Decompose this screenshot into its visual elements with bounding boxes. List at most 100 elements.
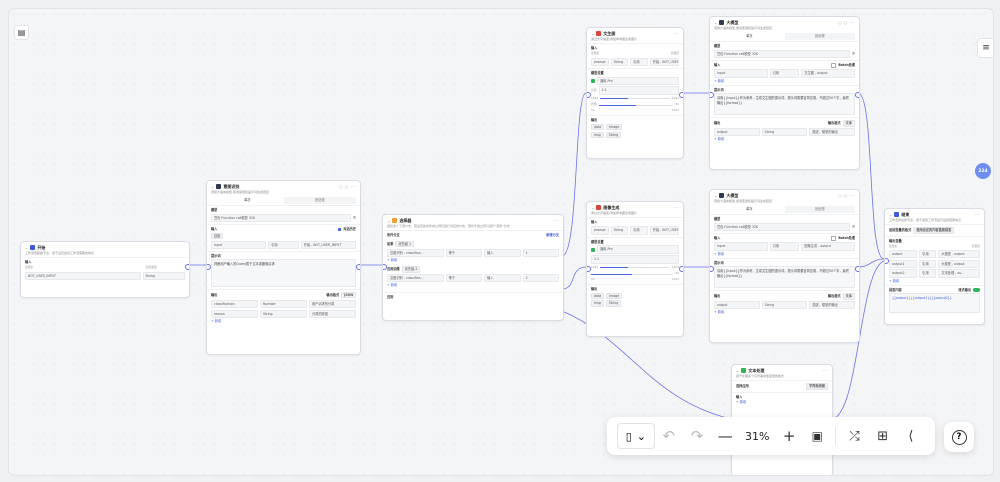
chat-history-checkbox[interactable] — [338, 227, 342, 231]
fit-view-button[interactable]: ▣ — [803, 421, 831, 451]
node-intent-llm[interactable]: ⌄意图识别○ ○ ··· 调用大语言模型,使用变量和提示词生成回复 单次批处理 … — [206, 180, 361, 355]
input-ref-select[interactable]: 文生图 - output — [801, 69, 855, 78]
redo-button[interactable]: ↷ — [683, 421, 711, 451]
settings-icon[interactable]: ☰ — [852, 51, 855, 56]
more-icon[interactable]: ○ ○ ··· — [838, 20, 855, 25]
workflow-canvas[interactable]: ▤ ⌄开始 工作流的起始节点，用于设定启动工作流需要的信息 输入 变量名变量类型… — [8, 8, 994, 476]
add-button[interactable]: 新增 — [717, 137, 725, 142]
more-icon[interactable]: ··· — [822, 368, 828, 373]
node-end[interactable]: ⌄结束··· 工作流的最终节点，用于返回工作流运行后的结果信息 返回变量的格式使… — [884, 208, 985, 325]
input-ref-select[interactable]: 图像生成 - output — [801, 242, 855, 251]
output-port[interactable] — [679, 92, 683, 98]
mode-select[interactable]: 使用设定的内容直接回答 — [913, 227, 955, 234]
output-desc-field[interactable]: 描述，模型的输出 — [809, 301, 856, 310]
interaction-mode-select[interactable]: ▯⌄ — [617, 423, 655, 449]
panel-toggle-icon[interactable]: ≡ — [977, 38, 993, 58]
condition-input-type[interactable]: 输入 — [484, 274, 521, 283]
mode-select[interactable]: 字符串拼接 — [806, 383, 828, 390]
ratio-select[interactable]: 1:1 — [591, 255, 679, 264]
output-name-field[interactable]: output2 — [889, 269, 918, 278]
stream-toggle[interactable] — [973, 288, 980, 292]
answer-textarea[interactable]: {{output}}{{output1}}{{output2}} — [889, 293, 980, 314]
more-icon[interactable]: ··· — [673, 31, 679, 36]
undo-button[interactable]: ↶ — [655, 421, 683, 451]
var-name-field[interactable]: prompt — [591, 57, 609, 66]
variable-type-select[interactable]: String — [142, 271, 185, 280]
skill-pill[interactable]: 技能 — [211, 232, 224, 239]
input-port[interactable] — [710, 92, 714, 98]
input-port[interactable] — [207, 264, 211, 270]
width-slider[interactable] — [600, 98, 670, 100]
output-name-field[interactable]: reason — [211, 309, 258, 319]
condition-value-field[interactable]: 2 — [522, 274, 559, 283]
add-condition-button[interactable]: 新增 — [390, 257, 398, 262]
add-button[interactable]: 新增 — [214, 319, 222, 324]
node-llm-b[interactable]: ⌄大模型○ ○ ··· 调用大语言模型,使用变量和提示词生成回复 单次批处理 模… — [709, 189, 860, 343]
help-button[interactable]: ? — [944, 422, 974, 452]
output-name-field[interactable]: output1 — [889, 259, 918, 268]
settings-icon[interactable]: ☰ — [852, 224, 855, 229]
var-name-field[interactable]: prompt — [591, 226, 609, 235]
output-name-field[interactable]: output — [714, 301, 760, 310]
tab-single[interactable]: 单次 — [714, 33, 785, 40]
output-port[interactable] — [679, 266, 683, 272]
tab-batch[interactable]: 批处理 — [314, 198, 325, 203]
add-condition-button[interactable]: 新增 — [390, 283, 398, 288]
output-type-select[interactable]: String — [260, 309, 307, 319]
collapse-button[interactable]: ⤮ — [840, 421, 868, 451]
input-src-select[interactable]: 引用 — [769, 242, 800, 251]
node-llm-a[interactable]: ⌄大模型○ ○ ··· 调用大语言模型,使用变量和提示词生成回复 单次批处理 模… — [709, 16, 860, 170]
input-var-field[interactable]: input — [714, 242, 768, 251]
output-name-field[interactable]: output — [889, 249, 918, 259]
tab-single[interactable]: 单次 — [714, 206, 785, 213]
output-type-select[interactable]: Number — [260, 299, 307, 309]
output-type-select[interactable]: String — [761, 301, 808, 310]
node-start[interactable]: ⌄开始 工作流的起始节点，用于设定启动工作流需要的信息 输入 变量名变量类型 B… — [20, 241, 190, 298]
output-ref-select[interactable]: 大模型 - output — [938, 259, 980, 268]
tab-batch[interactable]: 批处理 — [814, 34, 825, 39]
var-ref-select[interactable]: 开始 - BOT_USER_INPUT — [649, 226, 679, 235]
output-port[interactable] — [855, 92, 859, 98]
zoom-out-button[interactable]: — — [711, 421, 739, 451]
output-src-select[interactable]: 引用 — [919, 249, 937, 259]
tab-batch[interactable]: 批处理 — [814, 207, 825, 212]
document-icon[interactable]: ▤ — [14, 25, 29, 40]
side-badge[interactable]: 224 — [975, 163, 991, 179]
more-icon[interactable]: ··· — [974, 212, 980, 217]
input-port[interactable] — [710, 266, 714, 272]
model-select[interactable]: 豆包·Function call模型 32K — [211, 213, 352, 222]
quality-slider[interactable] — [591, 273, 674, 275]
add-button[interactable]: 新增 — [717, 310, 725, 315]
input-var-field[interactable]: input — [211, 240, 267, 249]
condition-value-field[interactable]: 1 — [522, 248, 559, 257]
quality-slider[interactable] — [598, 104, 674, 106]
condition-input-type[interactable]: 输入 — [484, 248, 521, 257]
zoom-in-button[interactable]: + — [775, 421, 803, 451]
zoom-level[interactable]: 31% — [744, 429, 770, 443]
model-select[interactable]: 豆包·Function call模型 32K — [714, 222, 851, 231]
output-desc-field[interactable]: 分类的原因 — [309, 309, 356, 319]
var-src-select[interactable]: 引用 — [630, 57, 648, 66]
output-src-select[interactable]: 引用 — [919, 259, 937, 268]
var-src-select[interactable]: 引用 — [630, 226, 648, 235]
var-type-select[interactable]: String — [610, 226, 629, 235]
input-port[interactable] — [587, 266, 591, 272]
add-button[interactable]: 新增 — [892, 278, 900, 283]
prompt-textarea[interactable]: 判断用户输入的Query属于文本或图像请求 — [211, 259, 356, 288]
input-port[interactable] — [587, 92, 591, 98]
ratio-select[interactable]: 1:1 — [598, 86, 679, 95]
tab-single[interactable]: 单次 — [211, 197, 284, 204]
output-port[interactable] — [855, 266, 859, 272]
input-src-select[interactable]: 引用 — [769, 69, 800, 78]
batch-checkbox[interactable] — [831, 235, 837, 241]
batch-checkbox[interactable] — [831, 62, 837, 68]
node-condition[interactable]: ⌄选择器··· 连接多个下游分支，若设定的条件成立则仅运行对应的分支，若均不成立… — [382, 214, 564, 321]
more-icon[interactable]: ··· — [553, 218, 559, 223]
output-desc-field[interactable]: 描述，模型的输出 — [809, 128, 856, 137]
output-format-select[interactable]: 文本 — [842, 120, 855, 127]
input-ref-select[interactable]: 开始 - BOT_USER_INPUT — [300, 240, 356, 249]
condition-field-select[interactable]: 意图识别 - classifica... — [387, 274, 444, 283]
output-ref-select[interactable]: 文本处理 - ou... — [938, 269, 980, 278]
more-icon[interactable]: ○ ○ ··· — [838, 193, 855, 198]
input-port[interactable] — [885, 258, 889, 264]
